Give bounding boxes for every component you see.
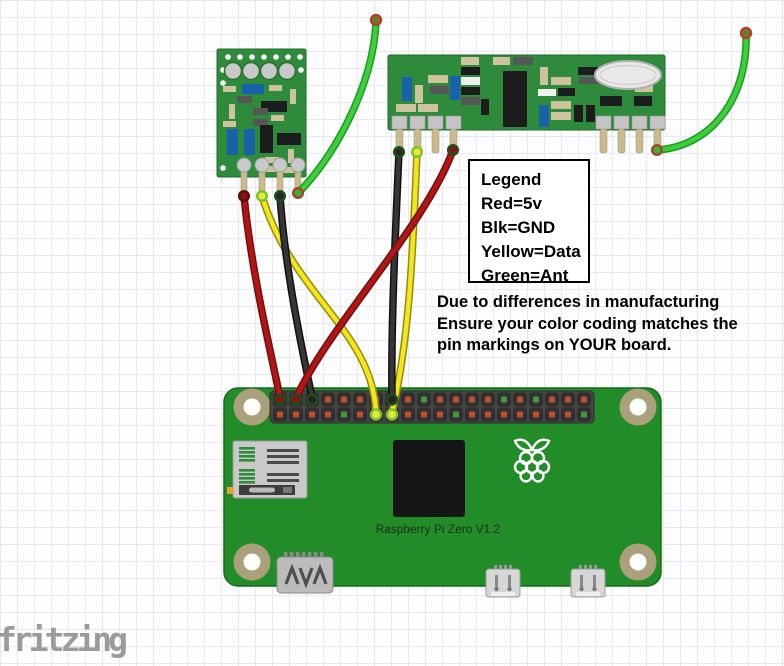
wire-endpoint[interactable] <box>289 393 303 406</box>
wire-endpoint[interactable] <box>273 393 287 406</box>
legend-entry-yellow: Yellow=Data <box>481 242 581 261</box>
mounting-holes <box>233 388 657 581</box>
pi-board-silkscreen-label: Raspberry Pi Zero V1.2 <box>375 524 501 536</box>
wire-endpoint[interactable] <box>255 189 269 203</box>
antenna-endpoint[interactable] <box>369 13 383 27</box>
note-line: Ensure your color coding matches the <box>437 314 738 333</box>
solder-pads <box>223 61 297 81</box>
wire-endpoint[interactable] <box>410 145 424 159</box>
wire-endpoint[interactable] <box>650 143 664 157</box>
pcb-holes <box>220 54 304 171</box>
wire-red-rx-5v[interactable] <box>297 150 453 396</box>
legend-note[interactable]: Legend Red=5v Blk=GND Yellow=Data Green=… <box>468 159 590 285</box>
module-pins <box>236 157 306 195</box>
wire-endpoint[interactable] <box>392 145 406 159</box>
wire-black-rx-gnd[interactable] <box>392 152 399 396</box>
wire-endpoint[interactable] <box>385 408 399 421</box>
wire-black-tx-gnd[interactable] <box>280 196 312 397</box>
raspberry-pi-logo <box>513 438 551 483</box>
pcb-components <box>396 57 662 127</box>
wire-endpoints <box>237 13 753 421</box>
micro-usb-port-usb <box>485 565 521 598</box>
rf-transmitter-module[interactable] <box>216 48 307 195</box>
manufacturing-note[interactable]: Due to differences in manufacturing Ensu… <box>437 292 777 357</box>
legend-entry-green: Green=Ant <box>481 266 569 285</box>
legend-title: Legend <box>481 170 542 189</box>
gpio-header[interactable] <box>269 390 595 424</box>
wire-endpoint[interactable] <box>237 189 251 203</box>
rf-receiver-module[interactable] <box>387 54 666 154</box>
micro-usb-port-pwr <box>570 565 606 598</box>
wire-endpoint[interactable] <box>385 393 399 406</box>
note-line: pin markings on YOUR board. <box>437 336 672 354</box>
legend-entry-black: Blk=GND <box>481 218 556 237</box>
wire-green-rx-antenna[interactable] <box>657 35 746 150</box>
legend-entry-red: Red=5v <box>481 194 542 213</box>
pcb-components <box>223 84 301 173</box>
mini-usb-port <box>276 552 334 594</box>
fritzing-watermark: fritzing <box>0 620 128 659</box>
wire-endpoint[interactable] <box>305 393 319 406</box>
note-line: Due to differences in manufacturing <box>437 293 720 311</box>
module-pins <box>391 115 666 154</box>
broadcom-chip <box>393 440 465 517</box>
wire-green-tx-antenna[interactable] <box>298 22 376 193</box>
antenna-endpoint[interactable] <box>739 26 753 40</box>
wire-endpoint[interactable] <box>273 189 287 203</box>
wire-endpoint[interactable] <box>369 408 383 421</box>
wire-endpoint[interactable] <box>446 143 460 157</box>
wire-endpoint[interactable] <box>291 186 305 200</box>
sd-card-slot <box>227 440 308 499</box>
raspberry-pi-zero-board[interactable] <box>223 387 662 598</box>
